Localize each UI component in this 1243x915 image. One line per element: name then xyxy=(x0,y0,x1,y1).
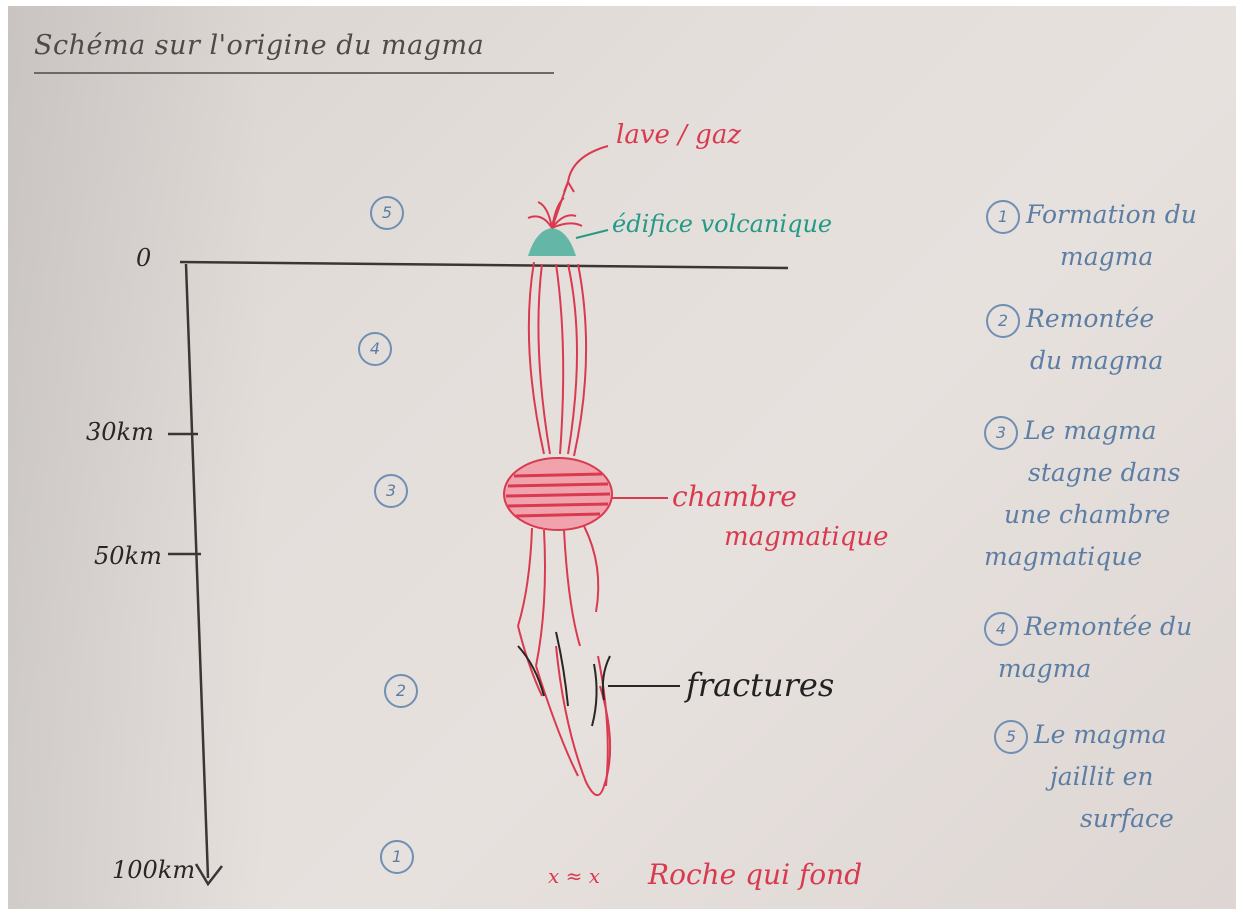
label-edifice-volcanique: édifice volcanique xyxy=(612,210,832,238)
legend-number: 3 xyxy=(984,416,1018,450)
legend-text: du magma xyxy=(986,346,1163,375)
label-fractures: fractures xyxy=(686,666,834,704)
legend-item-1: 1Formation du magma xyxy=(986,194,1197,278)
legend-number: 1 xyxy=(986,200,1020,234)
legend-text: Remontée du xyxy=(1024,612,1192,641)
legend-text: magma xyxy=(984,654,1091,683)
legend-text: Le magma xyxy=(1034,720,1167,749)
surface-line xyxy=(180,262,788,268)
legend-item-5: 5Le magma jaillit en surface xyxy=(994,714,1174,840)
legend-item-3: 3Le magma stagne dans une chambre magmat… xyxy=(984,410,1180,578)
legend-text: une chambre xyxy=(984,500,1170,529)
depth-label-0: 0 xyxy=(136,244,151,272)
legend-number: 2 xyxy=(986,304,1020,338)
label-chambre: chambre xyxy=(672,480,797,513)
whiteboard: Schéma sur l'origine du magma 0 30km 50k… xyxy=(8,6,1236,909)
legend-item-4: 4Remontée du magma xyxy=(984,606,1192,690)
legend-text: Remontée xyxy=(1026,304,1154,333)
depth-label-30km: 30km xyxy=(86,418,154,446)
magma-conduit xyxy=(529,262,586,456)
lower-channels xyxy=(518,526,610,795)
legend-text: Formation du xyxy=(1026,200,1197,229)
stage-marker-5: 5 xyxy=(370,196,404,230)
edifice-pointer xyxy=(576,230,608,238)
lava-spray xyxy=(528,146,608,228)
stage-marker-3: 3 xyxy=(374,474,408,508)
label-magmatique: magmatique xyxy=(724,522,889,552)
label-roche-qui-fond: Roche qui fond xyxy=(648,858,862,891)
roche-symbol: x ≈ x xyxy=(548,864,600,888)
legend-text: Le magma xyxy=(1024,416,1157,445)
depth-label-50km: 50km xyxy=(94,542,162,570)
legend-number: 5 xyxy=(994,720,1028,754)
depth-axis xyxy=(186,264,208,878)
volcanic-edifice xyxy=(528,228,576,256)
legend-text: magmatique xyxy=(984,542,1142,571)
depth-label-100km: 100km xyxy=(112,856,195,884)
legend-text: surface xyxy=(994,804,1174,833)
diagram-title: Schéma sur l'origine du magma xyxy=(34,30,484,61)
label-lave-gaz: lave / gaz xyxy=(616,120,741,150)
stage-marker-4: 4 xyxy=(358,332,392,366)
legend-number: 4 xyxy=(984,612,1018,646)
fracture-lines xyxy=(518,632,610,726)
legend-text: magma xyxy=(986,242,1153,271)
title-underline xyxy=(34,72,554,74)
stage-marker-2: 2 xyxy=(384,674,418,708)
stage-marker-1: 1 xyxy=(380,840,414,874)
legend-text: stagne dans xyxy=(984,458,1180,487)
legend-text: jaillit en xyxy=(994,762,1154,791)
legend-item-2: 2Remontée du magma xyxy=(986,298,1163,382)
